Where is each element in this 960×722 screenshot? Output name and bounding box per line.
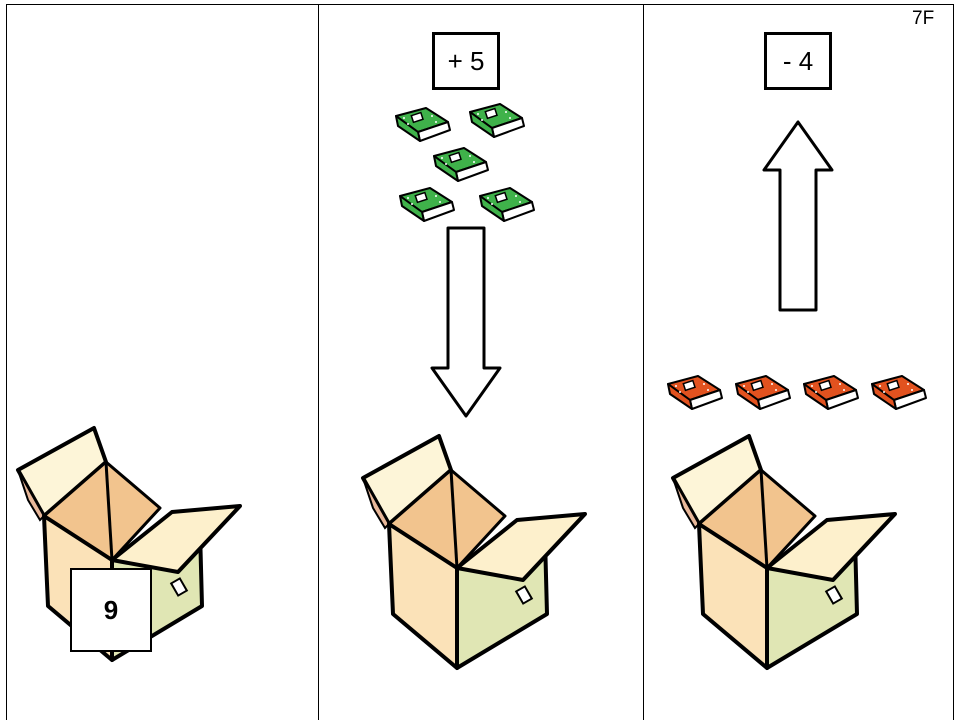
green-book bbox=[433, 147, 489, 182]
add-operation-box: + 5 bbox=[432, 32, 500, 90]
open-box-panel-2 bbox=[361, 434, 587, 670]
green-book bbox=[395, 107, 451, 142]
red-book bbox=[667, 375, 723, 410]
add-operation-label: + 5 bbox=[447, 45, 485, 76]
green-book bbox=[479, 187, 535, 222]
red-books-group bbox=[667, 375, 927, 410]
panel-divider bbox=[318, 4, 319, 720]
subtract-operation-label: - 4 bbox=[782, 45, 814, 76]
red-book bbox=[803, 375, 859, 410]
subtract-operation-box: - 4 bbox=[764, 32, 832, 90]
open-box-panel-3 bbox=[671, 434, 897, 670]
arrow-down-icon bbox=[430, 226, 502, 418]
red-book bbox=[735, 375, 791, 410]
red-book bbox=[871, 375, 927, 410]
panel-divider bbox=[643, 4, 644, 720]
worksheet-frame bbox=[6, 4, 954, 720]
box-count-label: 9 bbox=[70, 568, 152, 652]
green-book bbox=[469, 103, 525, 138]
arrow-up-icon bbox=[762, 120, 834, 312]
green-book bbox=[399, 187, 455, 222]
page-tag: 7F bbox=[912, 8, 935, 29]
box-count-value: 9 bbox=[103, 594, 119, 625]
green-books-group bbox=[395, 103, 535, 222]
